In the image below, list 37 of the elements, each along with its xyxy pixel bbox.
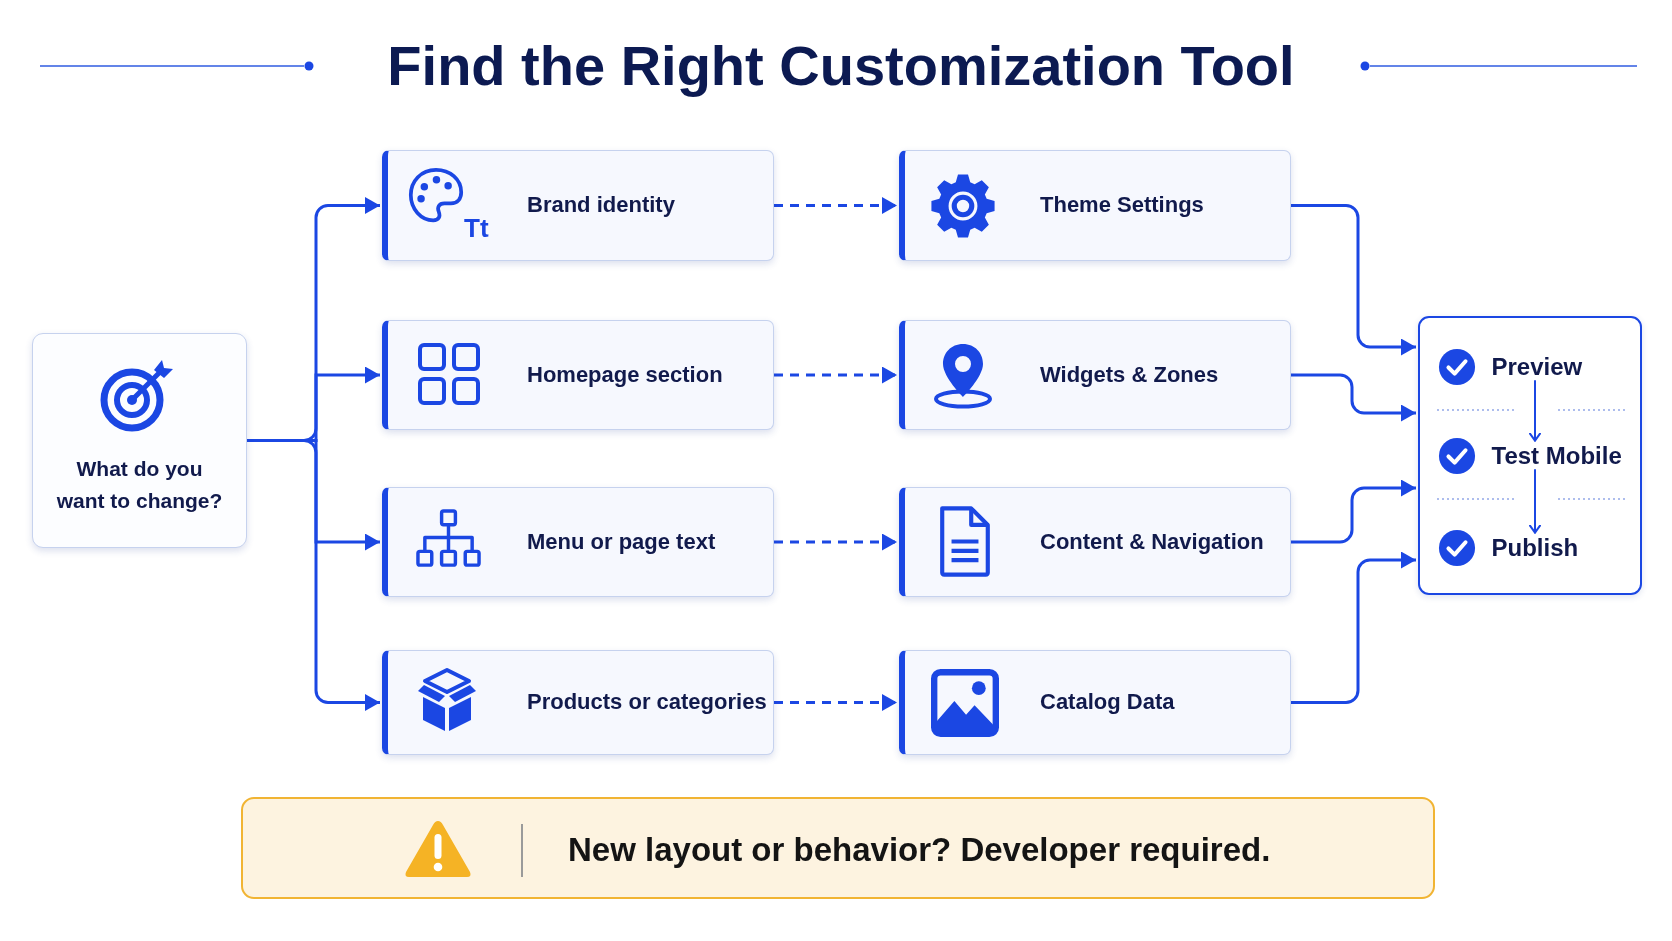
connector-arrow	[247, 439, 380, 711]
option-card	[382, 320, 774, 430]
question-card	[32, 333, 247, 548]
typography-label: Tt	[464, 214, 489, 243]
tool-label: Theme Settings	[1040, 192, 1204, 219]
warning-text: New layout or behavior? Developer required.	[568, 830, 1271, 870]
tool-card	[899, 320, 1291, 430]
option-label: Homepage section	[527, 361, 723, 389]
tool-card	[899, 487, 1291, 597]
connector-arrow	[1291, 373, 1416, 422]
step-label: Preview	[1491, 352, 1583, 381]
diagram-title: Find the Right Customization Tool	[387, 33, 1295, 99]
tool-card	[899, 150, 1291, 261]
tool-label: Widgets & Zones	[1040, 361, 1219, 389]
warning-banner	[241, 797, 1435, 899]
checklist-panel	[1418, 316, 1642, 595]
option-card	[382, 150, 774, 261]
option-label: Products or categories	[527, 689, 767, 716]
step-arrow	[1529, 379, 1541, 442]
tool-label: Content & Navigation	[1040, 528, 1264, 556]
connector-arrow	[1291, 204, 1416, 356]
dashed-arrow	[774, 197, 897, 214]
dashed-arrow	[774, 694, 897, 711]
option-label: Brand identity	[527, 192, 675, 219]
step-label: Test Mobile	[1491, 441, 1622, 470]
tool-card	[899, 650, 1291, 755]
connector-arrow	[1291, 479, 1416, 544]
connector-arrow	[1291, 551, 1416, 704]
step-label: Publish	[1491, 533, 1579, 562]
dashed-arrow	[774, 366, 897, 384]
dashed-arrow	[774, 533, 897, 551]
step-arrow	[1529, 468, 1541, 534]
option-card	[382, 487, 774, 597]
option-card	[382, 650, 774, 755]
option-label: Menu or page text	[527, 528, 716, 556]
tool-label: Catalog Data	[1040, 689, 1175, 716]
question-text: What do you want to change?	[55, 456, 224, 514]
